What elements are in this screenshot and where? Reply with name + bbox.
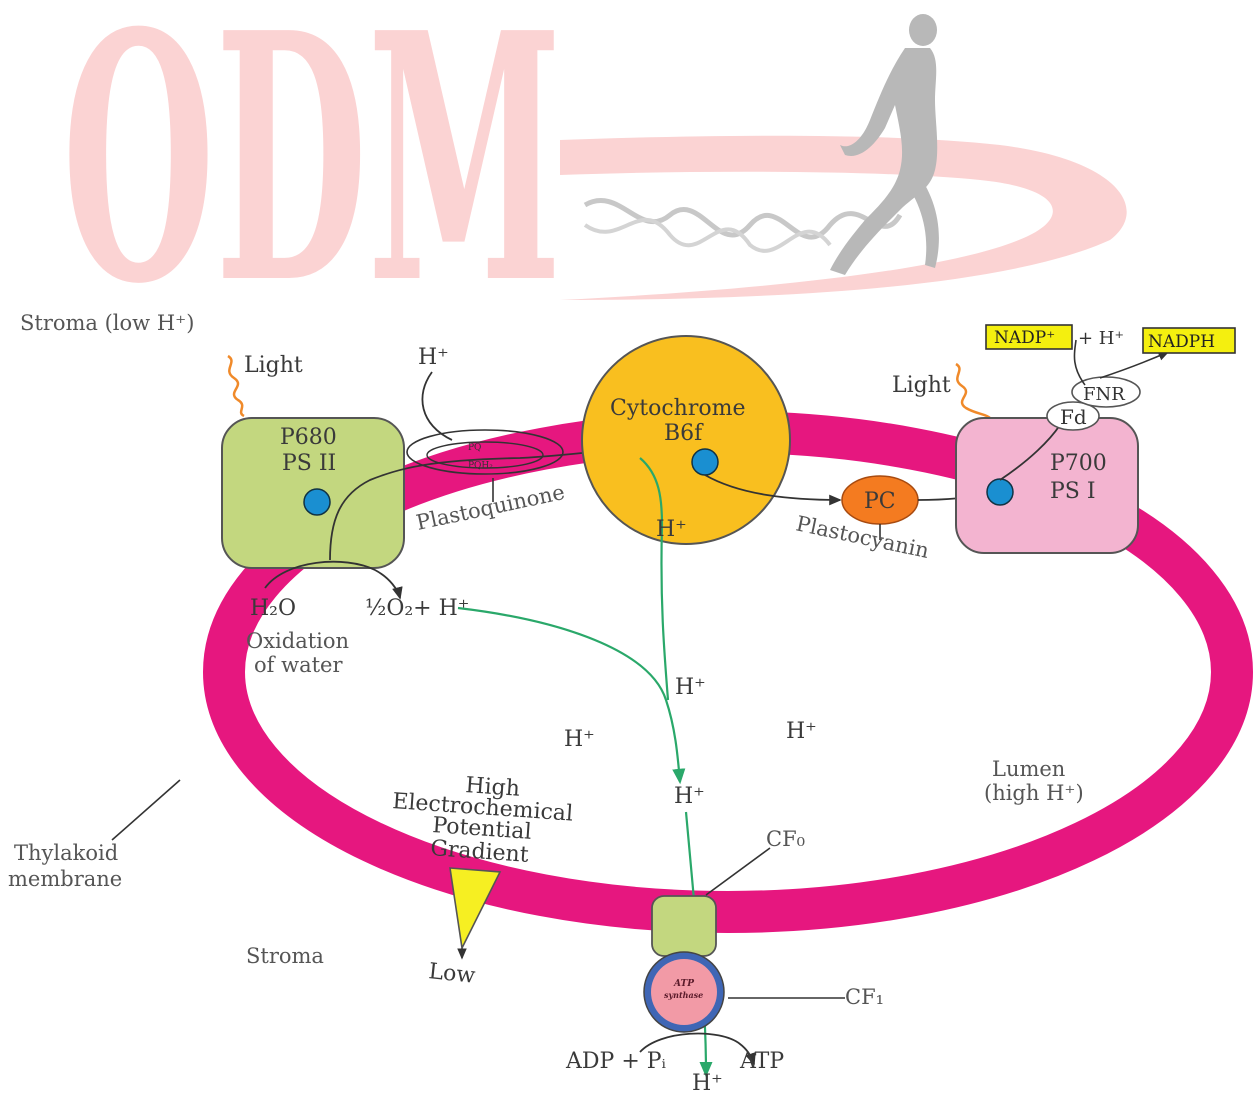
low-label: Low — [427, 959, 476, 989]
cytochrome-carrier-dot — [691, 448, 719, 476]
h-plus-bottom-label: H⁺ — [692, 1071, 723, 1093]
h2o-label: H₂O — [250, 596, 296, 621]
thylakoid-line1: Thylakoid — [14, 841, 118, 865]
thylakoid-line2: membrane — [8, 867, 122, 891]
watermark-swoosh — [560, 135, 1127, 300]
pc-label: PC — [864, 489, 896, 514]
fnr-label: FNR — [1083, 384, 1125, 405]
plus-h-label: + H⁺ — [1078, 328, 1124, 349]
electron-path-cyt-pc — [704, 474, 842, 506]
oxidation-line2: of water — [254, 653, 343, 677]
oxygen-label: ½O₂+ H⁺ — [365, 596, 469, 621]
watermark-figure-icon — [830, 14, 939, 275]
atp-label: ATP — [739, 1049, 784, 1074]
light-left-label: Light — [244, 353, 303, 378]
cytochrome-type: B6f — [664, 421, 704, 446]
pqh2-label: PQH₂ — [468, 461, 493, 471]
pq-pool-inner — [426, 441, 544, 469]
cf0-label: CF₀ — [766, 827, 805, 851]
lumen-line2: (high H⁺) — [984, 781, 1084, 805]
cytochrome-name: Cytochrome — [610, 396, 745, 421]
cf0-subunit — [651, 895, 717, 957]
psii-reaction-center — [303, 488, 331, 516]
fnr-carrier — [1071, 376, 1141, 408]
fd-label: Fd — [1060, 405, 1087, 429]
atp-synthase-line2: synthase — [664, 990, 703, 1000]
psi-name: P700 — [1050, 451, 1107, 476]
pq-label: PQ — [468, 443, 481, 453]
nadp-label: NADP⁺ — [994, 328, 1055, 348]
electron-path-psii — [329, 449, 611, 561]
stroma-label: Stroma — [246, 944, 324, 968]
watermark-dna-icon — [583, 198, 903, 240]
atp-synthase-core — [651, 959, 717, 1025]
proton-path-water — [457, 606, 686, 785]
h-plus-lumen-2: H⁺ — [564, 727, 595, 752]
cf1-label: CF₁ — [845, 985, 884, 1009]
light-wave-right-icon — [955, 362, 991, 419]
watermark-logo: ODM — [62, 0, 1127, 359]
stroma-low-label: Stroma (low H⁺) — [20, 311, 194, 335]
watermark-text: ODM — [62, 0, 562, 359]
psi-type: PS I — [1050, 479, 1096, 504]
h-plus-lumen-1: H⁺ — [675, 675, 706, 700]
pq-pool-outer — [406, 429, 564, 475]
gradient-line1: High — [465, 773, 521, 802]
fd-carrier — [1046, 401, 1100, 431]
psi-complex — [955, 417, 1139, 554]
cytochrome-b6f-complex — [581, 335, 791, 545]
psii-name: P680 — [280, 425, 337, 450]
nadph-box — [1142, 327, 1236, 354]
psii-type: PS II — [282, 451, 336, 476]
h-plus-lumen-4: H⁺ — [674, 784, 705, 809]
light-right-label: Light — [892, 373, 951, 398]
proton-path-cyt — [639, 457, 670, 701]
h-plus-top-label: H⁺ — [418, 345, 449, 370]
water-oxidation-arrow — [264, 560, 403, 600]
h-plus-lumen-3: H⁺ — [786, 719, 817, 744]
oxidation-line1: Oxidation — [246, 629, 349, 653]
nadph-label: NADPH — [1148, 332, 1215, 352]
psi-reaction-center — [986, 478, 1014, 506]
nadp-box — [985, 324, 1073, 350]
lumen-line1: Lumen — [992, 757, 1065, 781]
h-plus-top-arrow — [421, 371, 453, 441]
light-wave-left-icon — [227, 354, 245, 418]
atp-production-arrow — [639, 1032, 756, 1066]
adp-label: ADP + Pᵢ — [565, 1049, 667, 1074]
h-plus-cyt-label: H⁺ — [656, 517, 687, 542]
gradient-triangle-icon — [449, 867, 502, 951]
atp-synthase-line1: ATP — [673, 979, 694, 989]
